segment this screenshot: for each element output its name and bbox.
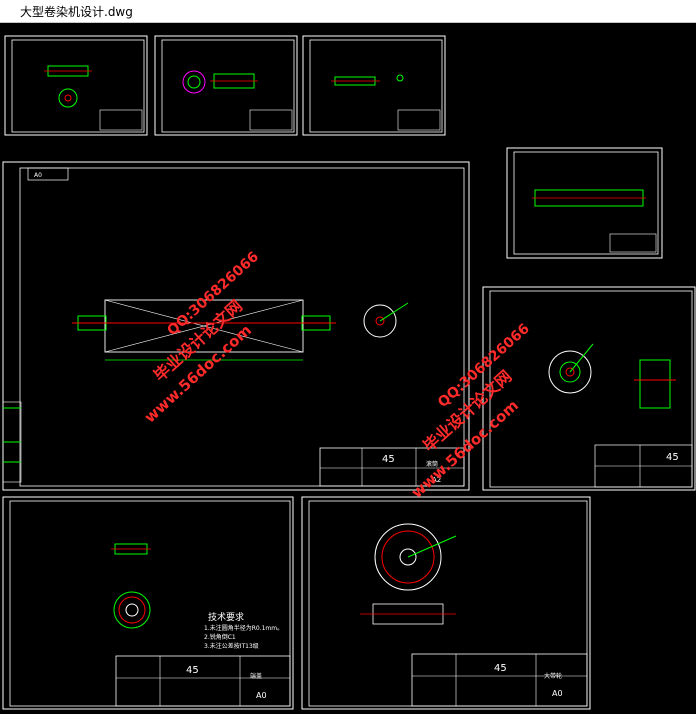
main-sheet-size: A2 bbox=[432, 476, 441, 484]
bl-part-name: 端盖 bbox=[250, 672, 262, 680]
tech-req-line-2: 2.锐角倒C1 bbox=[204, 633, 236, 641]
sheet-thumb-1[interactable] bbox=[4, 35, 148, 136]
sheet-thumb-3[interactable] bbox=[302, 35, 446, 136]
sheet-bottom-right[interactable]: 45 大带轮 A0 bbox=[301, 496, 591, 710]
drawing-canvas[interactable]: A0 45 滚筒 A2 bbox=[0, 22, 696, 714]
br-part-name: 大带轮 bbox=[544, 672, 562, 680]
sheet-bottom-left[interactable]: 技术要求 1.未注圆角半径为R0.1mm。 2.锐角倒C1 3.未注公差按IT1… bbox=[2, 496, 294, 710]
main-sheet-tag: A0 bbox=[34, 172, 42, 179]
right-material: 45 bbox=[666, 452, 679, 463]
tech-req-line-3: 3.未注公差按IT13级 bbox=[204, 642, 259, 650]
window-title: 大型卷染机设计.dwg bbox=[20, 5, 133, 19]
window-titlebar: 大型卷染机设计.dwg bbox=[0, 0, 696, 23]
tech-req-line-1: 1.未注圆角半径为R0.1mm。 bbox=[204, 624, 283, 632]
br-sheet-size: A0 bbox=[552, 689, 563, 698]
sheet-thumb-2[interactable] bbox=[154, 35, 298, 136]
br-material: 45 bbox=[494, 663, 507, 674]
sheet-main[interactable]: A0 45 滚筒 A2 bbox=[2, 161, 470, 491]
main-part-name: 滚筒 bbox=[426, 460, 438, 468]
sheet-right[interactable]: 45 bbox=[482, 286, 696, 491]
main-material: 45 bbox=[382, 454, 395, 465]
watermark-group-left: www.56doc.com 毕业设计论文网 QQ:306826066 bbox=[141, 249, 262, 427]
watermark-group-right: www.56doc.com 毕业设计论文网 QQ:306826066 bbox=[408, 321, 533, 502]
sheet-thumb-4[interactable] bbox=[506, 147, 663, 259]
bl-sheet-size: A0 bbox=[256, 691, 267, 700]
bl-material: 45 bbox=[186, 665, 199, 676]
tech-req-title: 技术要求 bbox=[208, 611, 244, 623]
